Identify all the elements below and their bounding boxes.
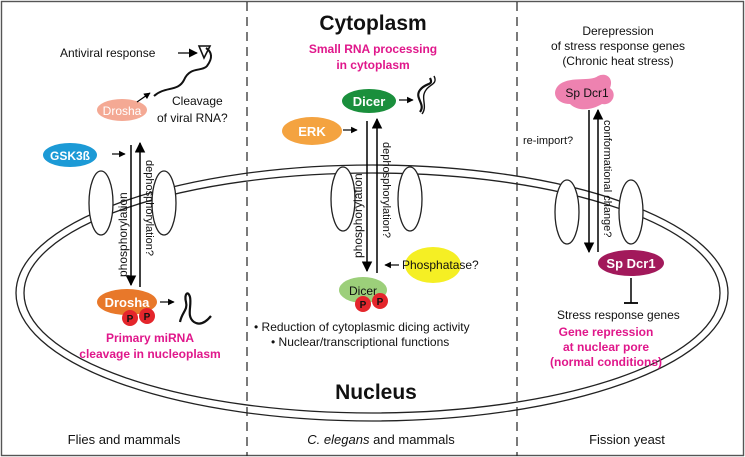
drosha-cytoplasmic-node <box>97 99 147 121</box>
middle-panel-caption: C. elegans and mammals <box>307 432 455 447</box>
right-panel-caption: Fission yeast <box>589 432 665 447</box>
left-phospho-label-2: P <box>144 312 151 323</box>
left-phospho-label-1: P <box>127 314 134 325</box>
middle-caption-rest: and mammals <box>369 432 455 447</box>
gsk3b-node <box>43 143 97 167</box>
nuclear-pore-right <box>554 179 644 245</box>
drosha-to-rna-arrow <box>136 92 151 103</box>
gene-repression-line3: (normal conditions) <box>550 355 662 369</box>
erk-node <box>282 117 342 145</box>
drosha-nuclear-label: Drosha <box>105 295 151 310</box>
cleavage-label-line1: Cleavage <box>172 94 223 108</box>
middle-caption-species: C. elegans <box>307 432 370 447</box>
dicer-cytoplasmic-node <box>342 89 396 113</box>
gene-repression-line2: at nuclear pore <box>563 340 649 354</box>
nuclear-pore-left <box>88 170 177 236</box>
middle-phospho-circle-2 <box>372 293 388 309</box>
antiviral-response-label: Antiviral response <box>60 46 156 60</box>
primary-mirna-label-line2: cleavage in nucleoplasm <box>79 347 220 361</box>
middle-bullet-1: • Reduction of cytoplasmic dicing activi… <box>254 320 470 334</box>
nucleus-heading: Nucleus <box>335 381 417 404</box>
viral-rna-strand-icon <box>153 47 212 97</box>
left-phospho-circle-2 <box>139 308 155 324</box>
gsk3b-label: GSK3ß <box>50 149 90 163</box>
dicer-nuclear-label: Dicer <box>349 284 377 298</box>
middle-dephosphorylation-label: dephosphorylation? <box>380 142 392 238</box>
drosha-cytoplasmic-label: Drosha <box>103 104 142 118</box>
derepression-label-line3: (Chronic heat stress) <box>562 54 673 68</box>
middle-phosphorylation-label: phosphorylation <box>351 173 365 258</box>
nuclear-envelope-outer <box>15 164 729 422</box>
middle-phospho-circle-1 <box>355 296 371 312</box>
drosha-nuclear-node <box>97 289 157 315</box>
middle-bullet-2: • Nuclear/transcriptional functions <box>271 335 449 349</box>
gene-repression-line1: Gene repression <box>559 325 654 339</box>
dsrna-strand-icon <box>421 75 436 115</box>
derepression-label-line2: of stress response genes <box>551 39 685 53</box>
small-rna-label-line2: in cytoplasm <box>336 58 409 72</box>
erk-label: ERK <box>298 124 326 139</box>
spdcr1-nuclear-label: Sp Dcr1 <box>606 256 655 271</box>
spdcr1-nuclear-node <box>598 250 664 276</box>
middle-phospho-label-1: P <box>360 300 367 311</box>
left-panel-caption: Flies and mammals <box>68 432 181 447</box>
dicer-cytoplasmic-label: Dicer <box>353 94 386 109</box>
phosphatase-node <box>405 247 461 283</box>
pri-mirna-icon <box>178 292 212 325</box>
cytoplasm-heading: Cytoplasm <box>319 12 426 35</box>
derepression-label-line1: Derepression <box>582 24 653 38</box>
spdcr1-cytoplasmic-label: Sp Dcr1 <box>565 86 609 100</box>
nuclear-envelope-inner <box>23 172 721 414</box>
dsrna-icon <box>417 77 433 113</box>
left-phosphorylation-label: phosphorylation <box>116 192 130 277</box>
conformational-change-label: conformational change? <box>601 120 613 237</box>
cleavage-label-line2: of viral RNA? <box>157 111 228 125</box>
primary-mirna-label-line1: Primary miRNA <box>106 331 194 345</box>
rna-cleavage-icon <box>197 45 212 60</box>
left-dephosphorylation-label: dephosphorylation? <box>143 160 155 256</box>
left-phospho-circle-1 <box>122 310 138 326</box>
spdcr1-cytoplasmic-node <box>555 74 614 110</box>
nuclear-pore-middle <box>330 166 423 232</box>
phosphatase-label: Phosphatase? <box>402 258 479 272</box>
small-rna-label-line1: Small RNA processing <box>309 42 437 56</box>
middle-phospho-label-2: P <box>377 297 384 308</box>
stress-response-genes-label: Stress response genes <box>557 308 680 322</box>
reimport-label: re-import? <box>523 135 573 147</box>
